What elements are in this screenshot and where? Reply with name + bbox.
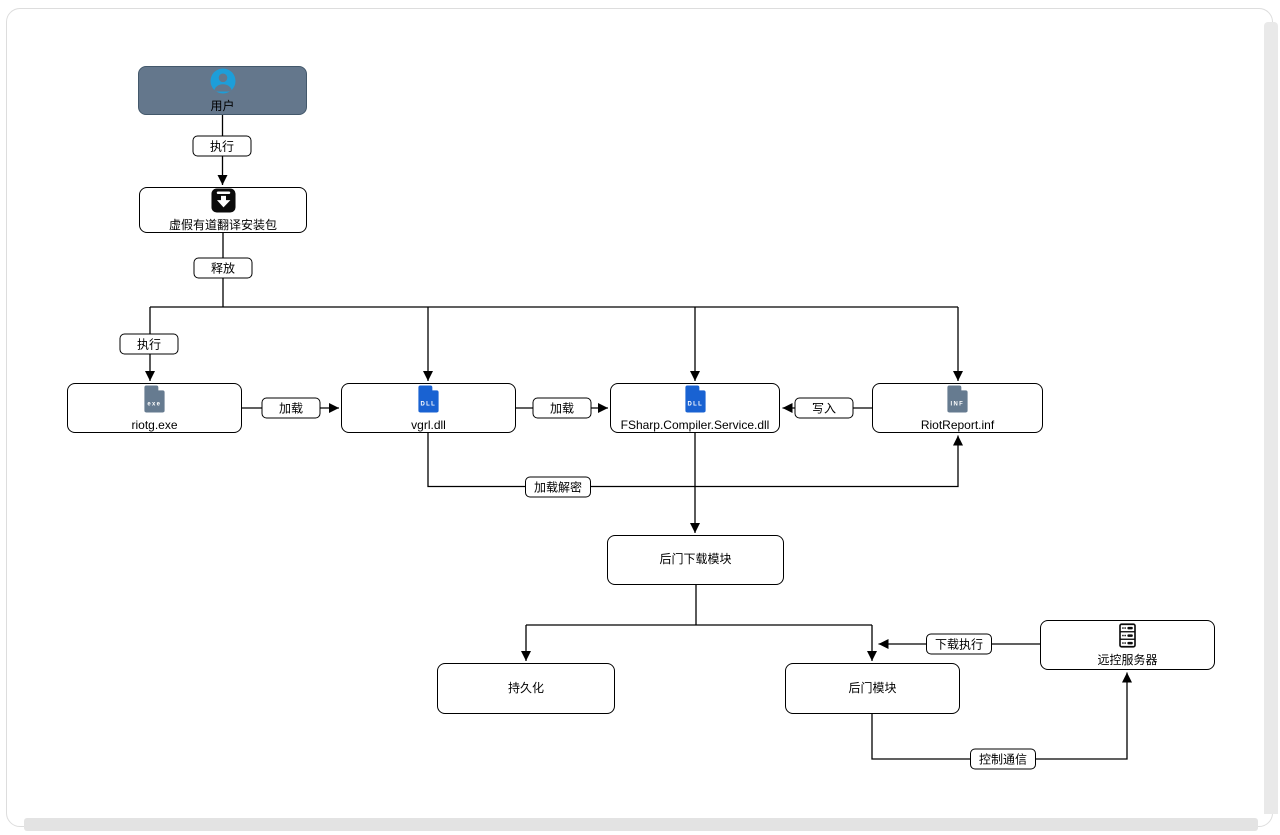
node-persistence: 持久化 bbox=[437, 663, 615, 714]
node-installer: 虚假有道翻译安装包 bbox=[139, 187, 307, 233]
edge-label-load-1: 加载 bbox=[261, 397, 321, 419]
node-backdoor-module: 后门模块 bbox=[785, 663, 960, 714]
edge-label-write: 写入 bbox=[794, 397, 854, 419]
edge-label-load-2: 加载 bbox=[532, 397, 592, 419]
edge-label-control-comm: 控制通信 bbox=[970, 748, 1036, 770]
horizontal-scrollbar[interactable] bbox=[24, 818, 1258, 831]
node-label: 持久化 bbox=[507, 680, 544, 695]
node-label: vgrl.dll bbox=[411, 417, 446, 432]
svg-text:exe: exe bbox=[147, 401, 161, 407]
node-riotg-exe: exe riotg.exe bbox=[67, 383, 242, 433]
svg-text:INF: INF bbox=[950, 401, 964, 407]
node-riotreport-inf: INF RiotReport.inf bbox=[872, 383, 1043, 433]
node-vgrl-dll: DLL vgrl.dll bbox=[341, 383, 516, 433]
node-label: 后门模块 bbox=[848, 680, 897, 695]
node-fsharp-dll: DLL FSharp.Compiler.Service.dll bbox=[610, 383, 780, 433]
node-c2-server: 远控服务器 bbox=[1040, 620, 1215, 670]
svg-text:DLL: DLL bbox=[687, 401, 703, 407]
edge-label-download-execute: 下载执行 bbox=[926, 633, 992, 655]
node-label: RiotReport.inf bbox=[920, 417, 995, 432]
inf-file-icon: INF bbox=[945, 384, 970, 417]
edge-vgrl-riotreport bbox=[427, 433, 963, 488]
download-icon bbox=[210, 188, 236, 217]
node-user: 用户 bbox=[138, 66, 307, 115]
edge-label-execute-file: 执行 bbox=[119, 333, 179, 355]
edge-label-execute: 执行 bbox=[192, 135, 252, 157]
node-label: 远控服务器 bbox=[1097, 652, 1158, 667]
vertical-scrollbar[interactable] bbox=[1264, 22, 1278, 814]
exe-file-icon: exe bbox=[142, 384, 167, 417]
node-backdoor-downloader: 后门下载模块 bbox=[607, 535, 784, 585]
node-label: 后门下载模块 bbox=[659, 552, 732, 567]
dll-file-icon: DLL bbox=[683, 384, 708, 417]
dll-file-icon: DLL bbox=[416, 384, 441, 417]
node-label: 虚假有道翻译安装包 bbox=[168, 217, 277, 232]
svg-text:DLL: DLL bbox=[420, 401, 436, 407]
node-label: 用户 bbox=[210, 98, 235, 113]
edge-label-release: 释放 bbox=[193, 257, 253, 279]
person-icon bbox=[210, 68, 236, 98]
edge-label-load-decrypt: 加载解密 bbox=[525, 476, 591, 498]
node-label: riotg.exe bbox=[131, 417, 178, 432]
server-icon bbox=[1115, 623, 1140, 652]
node-label: FSharp.Compiler.Service.dll bbox=[620, 417, 770, 432]
